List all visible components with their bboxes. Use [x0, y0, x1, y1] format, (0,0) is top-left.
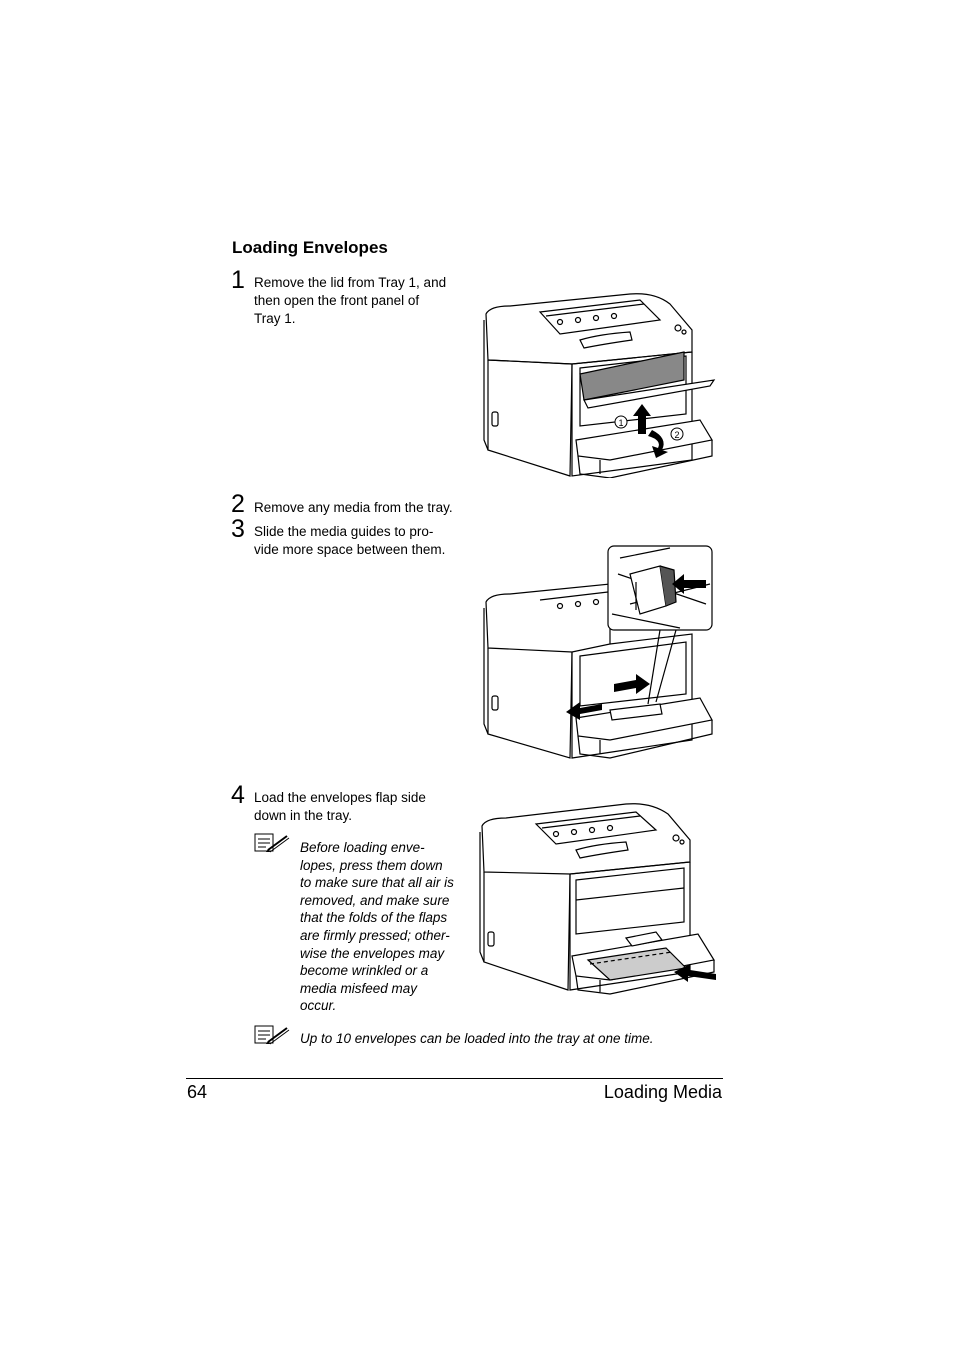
step-3-line: vide more space between them. — [254, 542, 446, 557]
step-2-line: Remove any media from the tray. — [254, 500, 453, 515]
callout-1: 1 — [618, 418, 623, 428]
note-1-line: to make sure that all air is — [300, 875, 454, 891]
printer-open-front-panel-illustration: 1 2 — [480, 290, 716, 478]
note-1-line: lopes, press them down — [300, 857, 443, 873]
note-1-line: removed, and make sure — [300, 892, 450, 908]
note-1-line: wise the envelopes may — [300, 945, 445, 961]
note-pencil-icon — [254, 1025, 290, 1045]
step-1-line: Tray 1. — [254, 311, 296, 326]
note-2-text: Up to 10 envelopes can be loaded into th… — [300, 1031, 654, 1046]
callout-2: 2 — [674, 430, 679, 440]
note-1-line: are firmly pressed; other- — [300, 927, 450, 943]
note-1-line: occur. — [300, 998, 337, 1014]
chapter-title: Loading Media — [603, 1082, 722, 1102]
step-4-line: down in the tray. — [254, 808, 353, 823]
step-3-number: 3 — [231, 515, 245, 543]
page-number: 64 — [187, 1082, 208, 1102]
note-pencil-icon — [254, 833, 290, 853]
printer-slide-guides-illustration — [480, 544, 716, 760]
note-1-line: media misfeed may — [300, 980, 418, 996]
step-1-number: 1 — [231, 266, 245, 294]
step-2-number: 2 — [231, 490, 245, 518]
note-1-line: Before loading enve- — [300, 840, 425, 855]
step-1-line: Remove the lid from Tray 1, and — [254, 275, 447, 290]
step-3-text: Slide the media guides to pro- vide more… — [254, 523, 445, 559]
footer-rule — [186, 1078, 723, 1079]
printer-load-envelopes-illustration — [476, 800, 716, 996]
section-title: Loading Envelopes — [232, 238, 388, 257]
step-2-text: Remove any media from the tray. — [254, 499, 453, 517]
note-1-text: Before loading enve- lopes, press them d… — [300, 839, 454, 1015]
note-1-line: become wrinkled or a — [300, 963, 429, 979]
step-4-line: Load the envelopes flap side — [254, 790, 426, 805]
step-1-line: then open the front panel of — [254, 293, 420, 308]
step-4-text: Load the envelopes flap side down in the… — [254, 789, 426, 825]
step-4-number: 4 — [231, 781, 245, 809]
step-1-text: Remove the lid from Tray 1, and then ope… — [254, 274, 446, 328]
note-1-line: that the folds of the flaps — [300, 910, 448, 926]
step-3-line: Slide the media guides to pro- — [254, 524, 434, 539]
